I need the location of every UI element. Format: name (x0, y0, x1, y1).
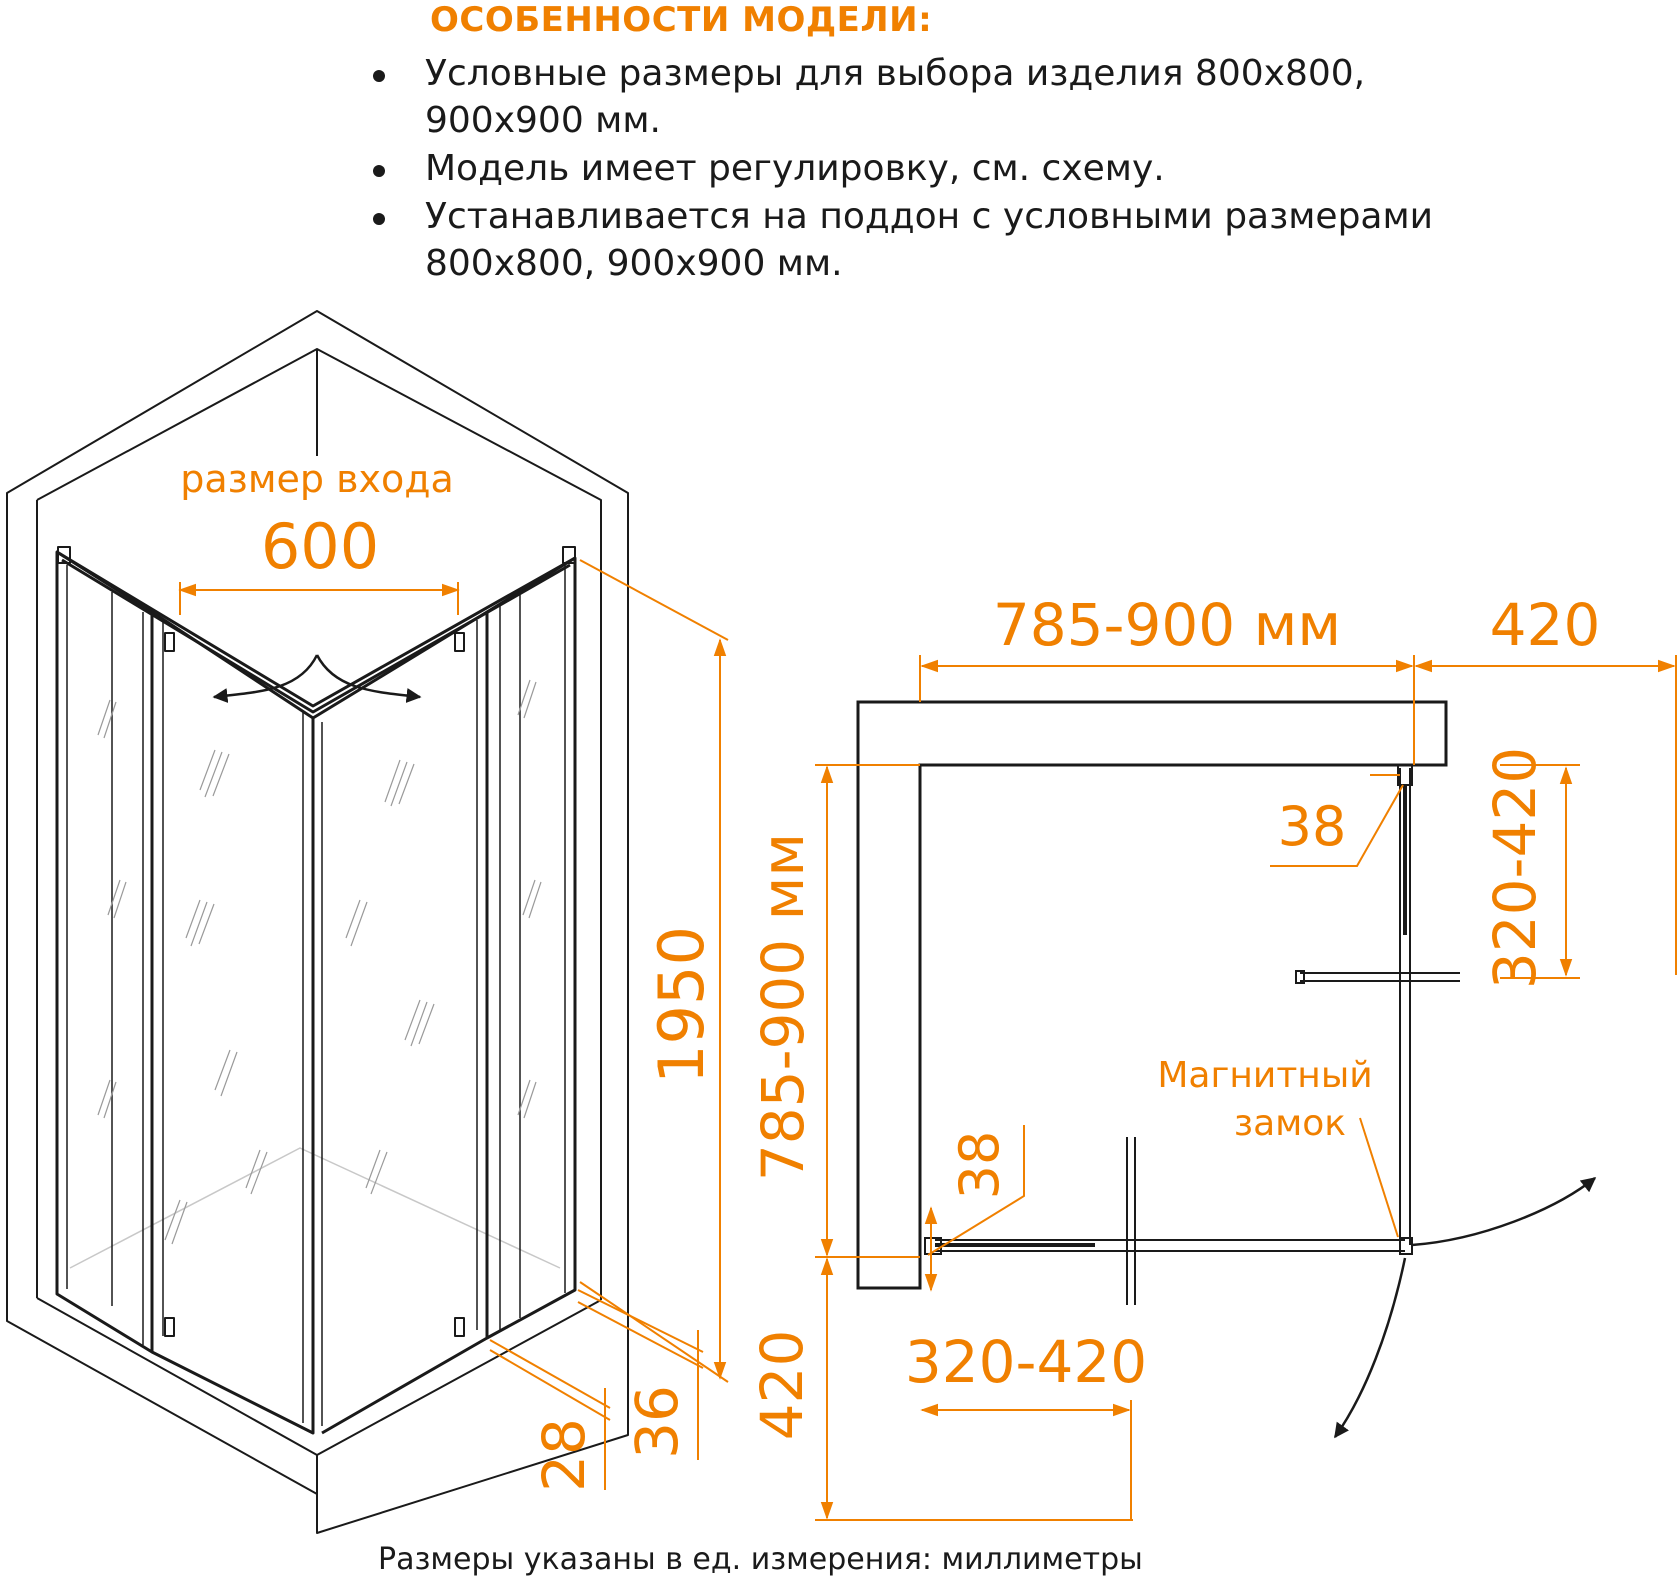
wall-inner (36, 348, 602, 1300)
dim-420-left-value: 420 (748, 1330, 816, 1441)
dim36-ext-b (577, 1301, 704, 1369)
width-top-value: 785-900 мм (993, 591, 1341, 659)
corner-bracket (562, 546, 576, 564)
height-ext-bottom (579, 1281, 729, 1383)
right-fix-line (1300, 972, 1460, 982)
bullet-icon (373, 70, 385, 82)
iso-view (6, 310, 629, 1534)
wall-outline (6, 310, 629, 1534)
hinge (454, 632, 465, 652)
magnet-label-line1: Магнитный (1157, 1055, 1372, 1096)
feature-text-cont: 900х900 мм. (425, 100, 661, 141)
right-door-inner (321, 620, 478, 1426)
right-glass-inner (499, 565, 566, 1330)
door-swing-arrow-up (1411, 1177, 1597, 1247)
feature-text: Модель имеет регулировку, см. схему. (425, 148, 1165, 189)
left-door-inner (162, 620, 304, 1423)
height-value: 1950 (645, 926, 718, 1084)
dim-320-420-bottom-value: 320-420 (905, 1328, 1147, 1396)
dim-36-value: 36 (623, 1385, 691, 1459)
feature-item: Устанавливается на поддон с условными ра… (360, 193, 1433, 287)
tray-floor (69, 1147, 561, 1269)
plan-dimension-texts: 785-900 мм 420 38 320-420 785-900 мм 38 … (748, 591, 1600, 1440)
wall-corner (856, 700, 1448, 1290)
corner-bracket (57, 546, 71, 564)
feature-text: Устанавливается на поддон с условными ра… (425, 196, 1434, 237)
glass-texture (97, 679, 542, 1245)
left-door-frame (151, 610, 315, 1435)
magnet-label-line2: замок (1234, 1103, 1346, 1144)
right-panel (1399, 768, 1411, 1245)
bottom-fix-line (1126, 1137, 1136, 1305)
bullet-icon (373, 213, 385, 225)
corner-post (1399, 1237, 1413, 1255)
dim-28-value: 28 (530, 1418, 598, 1492)
dim28-ext-a (489, 1339, 611, 1409)
swing-arrow-right (315, 654, 422, 703)
dim-320-420-right-value: 320-420 (1481, 747, 1549, 989)
entrance-label: размер входа (180, 457, 454, 501)
feature-text-cont: 800х800, 900х900 мм. (425, 243, 843, 284)
iso-dimensions (178, 559, 729, 1490)
entrance-value: 600 (261, 510, 379, 583)
dim28-ext-b (489, 1349, 611, 1421)
right-fix-end (1295, 970, 1305, 984)
dim-38-top-value: 38 (1278, 795, 1347, 858)
features-title: ОСОБЕННОСТИ МОДЕЛИ: (430, 0, 933, 40)
units-note: Размеры указаны в ед. измерения: миллиме… (378, 1542, 1143, 1577)
height-left-value: 785-900 мм (749, 833, 817, 1181)
hinge (164, 632, 175, 652)
dim36-ext-a (577, 1289, 704, 1353)
bottom-panel (935, 1239, 1405, 1252)
dim38-top-leader (1270, 784, 1404, 867)
swing-arrow-left (212, 654, 319, 703)
right-door-frame (312, 610, 489, 1435)
left-glass-inner (66, 565, 144, 1345)
dim38-left-line (927, 1125, 1025, 1256)
features-list: Условные размеры для выбора изделия 800х… (360, 50, 1433, 288)
magnet-leader (1359, 1117, 1399, 1238)
hinge (164, 1317, 175, 1337)
dim-420-top-value: 420 (1490, 591, 1601, 659)
bullet-icon (373, 165, 385, 177)
plan-dimensions (815, 655, 1677, 1521)
iso-dimension-texts: размер входа 600 1950 36 28 (180, 457, 718, 1492)
height-ext-top (579, 559, 729, 641)
hinge (454, 1317, 465, 1337)
feature-item: Условные размеры для выбора изделия 800х… (360, 50, 1433, 144)
dim-38-left-value: 38 (948, 1131, 1011, 1200)
top-profile (56, 550, 576, 714)
right-glass-frame (486, 556, 577, 1340)
feature-item: Модель имеет регулировку, см. схему. (360, 145, 1433, 192)
feature-text: Условные размеры для выбора изделия 800х… (425, 53, 1366, 94)
door-swing-arrow-down (1333, 1257, 1407, 1439)
